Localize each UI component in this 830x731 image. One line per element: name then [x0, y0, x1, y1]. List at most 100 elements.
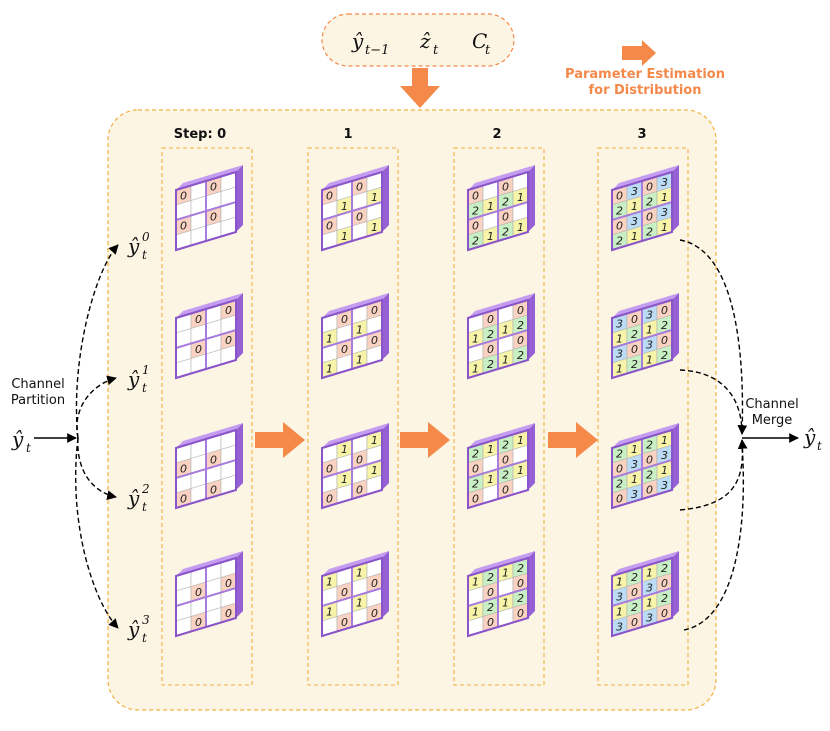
grid-cell-value: 3 [646, 308, 653, 321]
grid-cell-value: 0 [631, 343, 638, 356]
grid-cell-value: 1 [472, 332, 479, 345]
grid-outer-border [321, 298, 383, 380]
grid-cell-value: 1 [341, 200, 348, 213]
grid-cell-value: 1 [356, 323, 363, 336]
context-box [321, 13, 515, 67]
grid-top-face [612, 293, 679, 318]
step-arrow-1 [400, 422, 450, 458]
grid-cell-value: 0 [225, 577, 232, 590]
grid-cell-value: 1 [616, 605, 623, 618]
context-item-base: ŷ [351, 29, 364, 53]
grid-cell-value: 3 [631, 185, 638, 198]
grid-cell-value: 1 [341, 473, 348, 486]
step-label: 2 [492, 127, 501, 142]
grid-cell-value: 1 [502, 566, 509, 579]
grid-cell-value: 1 [326, 362, 333, 375]
grid-cell-value: 2 [631, 358, 638, 371]
grid-cell-value: 2 [472, 234, 479, 247]
grid-cell-value: 0 [502, 180, 509, 193]
grid-cell-value: 0 [502, 453, 509, 466]
grid-side-face [528, 293, 535, 360]
grid-cell-value: 2 [661, 592, 668, 605]
context-item-base: C [472, 29, 487, 53]
grid-cell-value: 0 [517, 334, 524, 347]
grid-cell-value: 0 [502, 483, 509, 496]
grid-outer-border [175, 298, 237, 380]
output-symbol-sub: t [817, 439, 822, 453]
grid-outer-border [175, 428, 237, 510]
grid-cell-value: 3 [616, 317, 623, 330]
grid-cell-value: 1 [631, 230, 638, 243]
grid-cell-value: 1 [646, 566, 653, 579]
grid-cell-value: 1 [356, 596, 363, 609]
grid-outer-border [321, 428, 383, 510]
grid-outer-border [467, 170, 529, 252]
grid-cell-value: 1 [371, 191, 378, 204]
grid-cell-value: 0 [487, 313, 494, 326]
grid-cell-value: 3 [646, 338, 653, 351]
grid-cell-value: 1 [661, 221, 668, 234]
grid-cell-value: 0 [631, 616, 638, 629]
grid-cell-value: 0 [472, 462, 479, 475]
grid-side-face [382, 551, 389, 618]
grid-cell-value: 1 [487, 443, 494, 456]
grid-side-face [528, 165, 535, 232]
grid-cell-value: 1 [646, 353, 653, 366]
grid-cell-value: 0 [616, 189, 623, 202]
grid-cell-value: 1 [487, 473, 494, 486]
grid-cell-value: 3 [631, 215, 638, 228]
step-column-frame [597, 147, 689, 686]
grid-cell-value: 0 [326, 219, 333, 232]
grid-cell-value: 2 [472, 204, 479, 217]
step-label: Step: 0 [174, 127, 226, 142]
grid-cell-value: 1 [631, 473, 638, 486]
output-symbol-base: ŷ [803, 425, 816, 449]
grid-top-face [612, 551, 679, 576]
grid-cell-value: 3 [631, 488, 638, 501]
grid-cell-value: 2 [517, 349, 524, 362]
context-down-arrow [400, 68, 440, 108]
grid-cell-value: 1 [661, 434, 668, 447]
grid-top-face [468, 293, 535, 318]
grid-cell-value: 0 [661, 304, 668, 317]
grid-cell-value: 1 [487, 200, 494, 213]
grid-cell-value: 1 [326, 575, 333, 588]
grid-top-face [176, 293, 243, 318]
context-item-sub: t [433, 43, 439, 58]
grid-side-face [382, 165, 389, 232]
legend-arrow-icon [622, 40, 656, 66]
grid-top-face [468, 551, 535, 576]
grid-side-face [672, 165, 679, 232]
main-panel [107, 109, 717, 711]
step-label: 1 [343, 127, 352, 142]
grid-cell-value: 2 [646, 468, 653, 481]
grid-cell-value: 2 [502, 438, 509, 451]
grid-cell-value: 2 [517, 562, 524, 575]
slice-label-sub: t [142, 381, 147, 395]
grid-cell-value: 0 [371, 607, 378, 620]
grid-cell-value: 0 [661, 577, 668, 590]
merge-curves [679, 239, 748, 631]
slice-label-base: ŷ [127, 367, 140, 391]
grid-cell-value: 0 [356, 180, 363, 193]
grid-cell-value: 0 [225, 334, 232, 347]
grid-cell-value: 0 [341, 313, 348, 326]
grid-cell-value: 2 [631, 571, 638, 584]
grid-cell-value: 1 [326, 605, 333, 618]
grid-cell-value: 0 [371, 304, 378, 317]
grid-cell-value: 0 [356, 210, 363, 223]
grid-cell-value: 0 [356, 453, 363, 466]
output-label-line-1: Channel [745, 397, 798, 412]
grid-cell-value: 1 [472, 362, 479, 375]
grid-top-face [176, 551, 243, 576]
grid-cell-value: 0 [210, 483, 217, 496]
output-symbol: ŷ t [803, 425, 822, 453]
grid-cell-value: 0 [661, 334, 668, 347]
